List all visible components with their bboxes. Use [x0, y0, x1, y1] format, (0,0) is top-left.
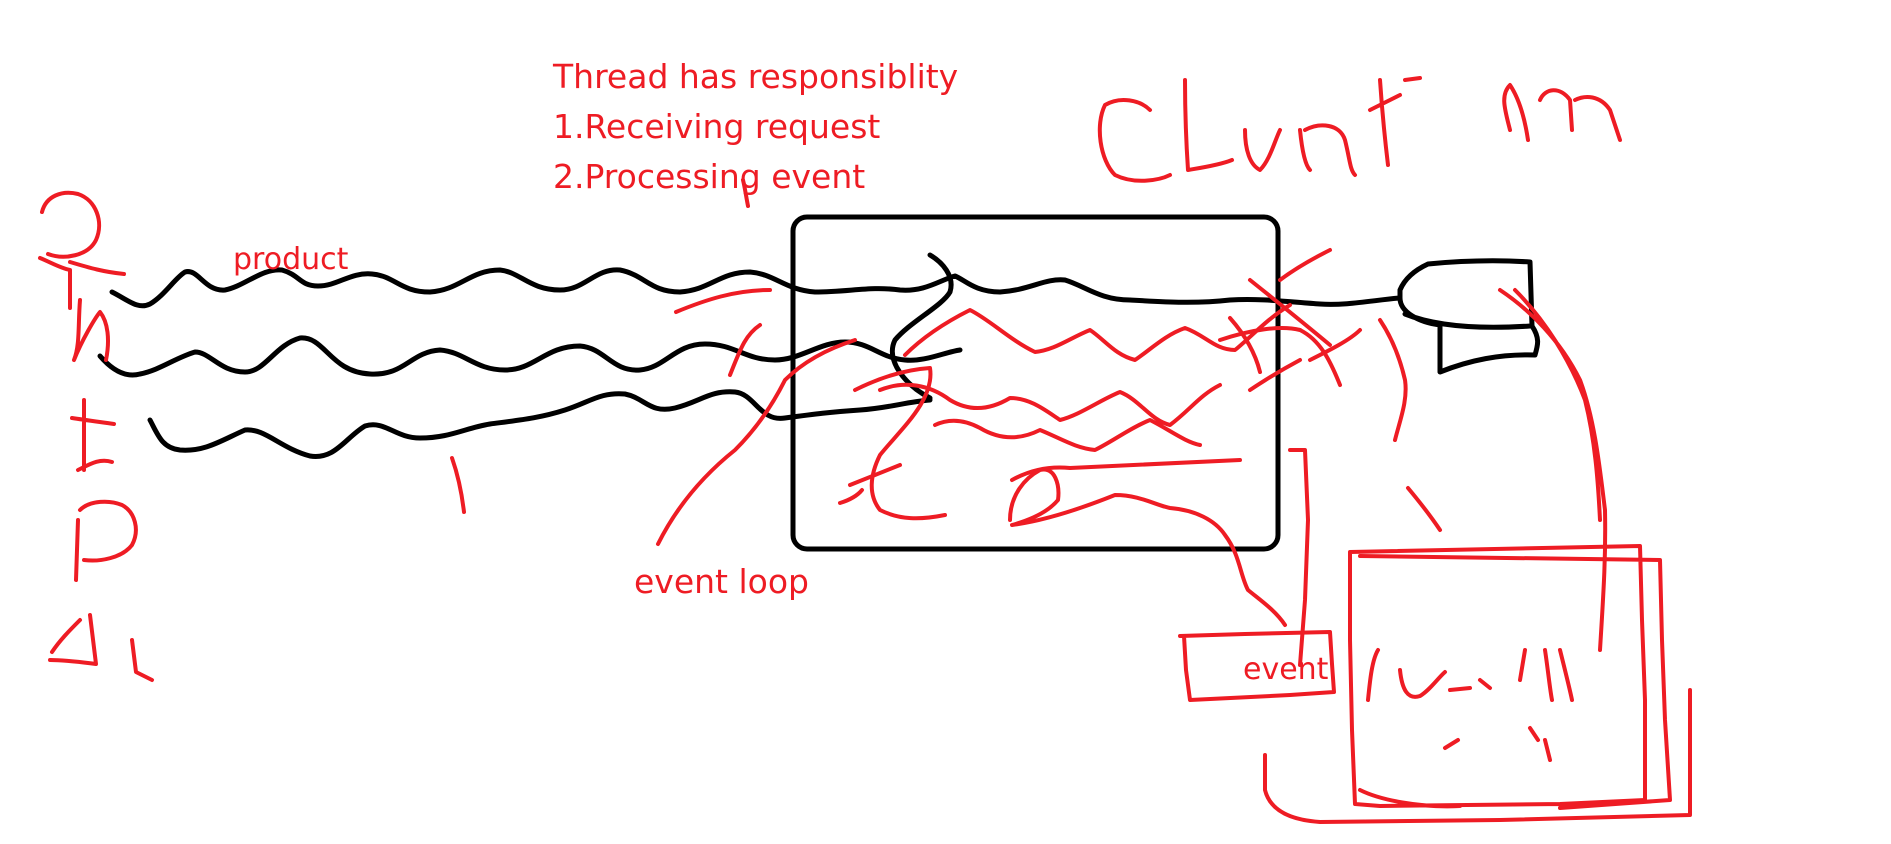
annotation-tick: [741, 178, 750, 208]
loop-curve: [889, 252, 954, 401]
left-glyph-mid: [70, 298, 116, 472]
event-loop-pointer: [656, 288, 857, 546]
thread-pool-scribble: [1366, 648, 1574, 762]
event-loop-label: event loop: [634, 562, 809, 601]
event-loop-box: [790, 214, 1281, 552]
product-label: product: [233, 242, 349, 277]
request-wave-2: [97, 335, 963, 378]
request-wave-3: [147, 389, 933, 459]
event-label: event: [1243, 652, 1329, 687]
loop-return-curve: [1008, 467, 1287, 627]
left-glyph-top: [38, 190, 126, 310]
cross-strokes: [1218, 248, 1362, 392]
cursor-mark: [1524, 690, 1528, 704]
thread-pool-box: [1263, 544, 1692, 824]
responsibility-item-processing: 2.Processing event: [553, 157, 866, 196]
event-box: [1178, 630, 1336, 702]
right-strokes: [1288, 288, 1608, 667]
loop-scribble: [838, 303, 1342, 521]
responsibility-item-receiving: 1.Receiving request: [553, 107, 881, 146]
chinese-scribble: [1097, 76, 1622, 183]
thread-responsibility-title: Thread has responsiblity: [553, 57, 959, 96]
request-tick: [450, 456, 466, 514]
server-cylinder: [1397, 258, 1541, 375]
request-wave-1: [109, 267, 1403, 309]
left-glyph-bottom: [48, 499, 154, 682]
